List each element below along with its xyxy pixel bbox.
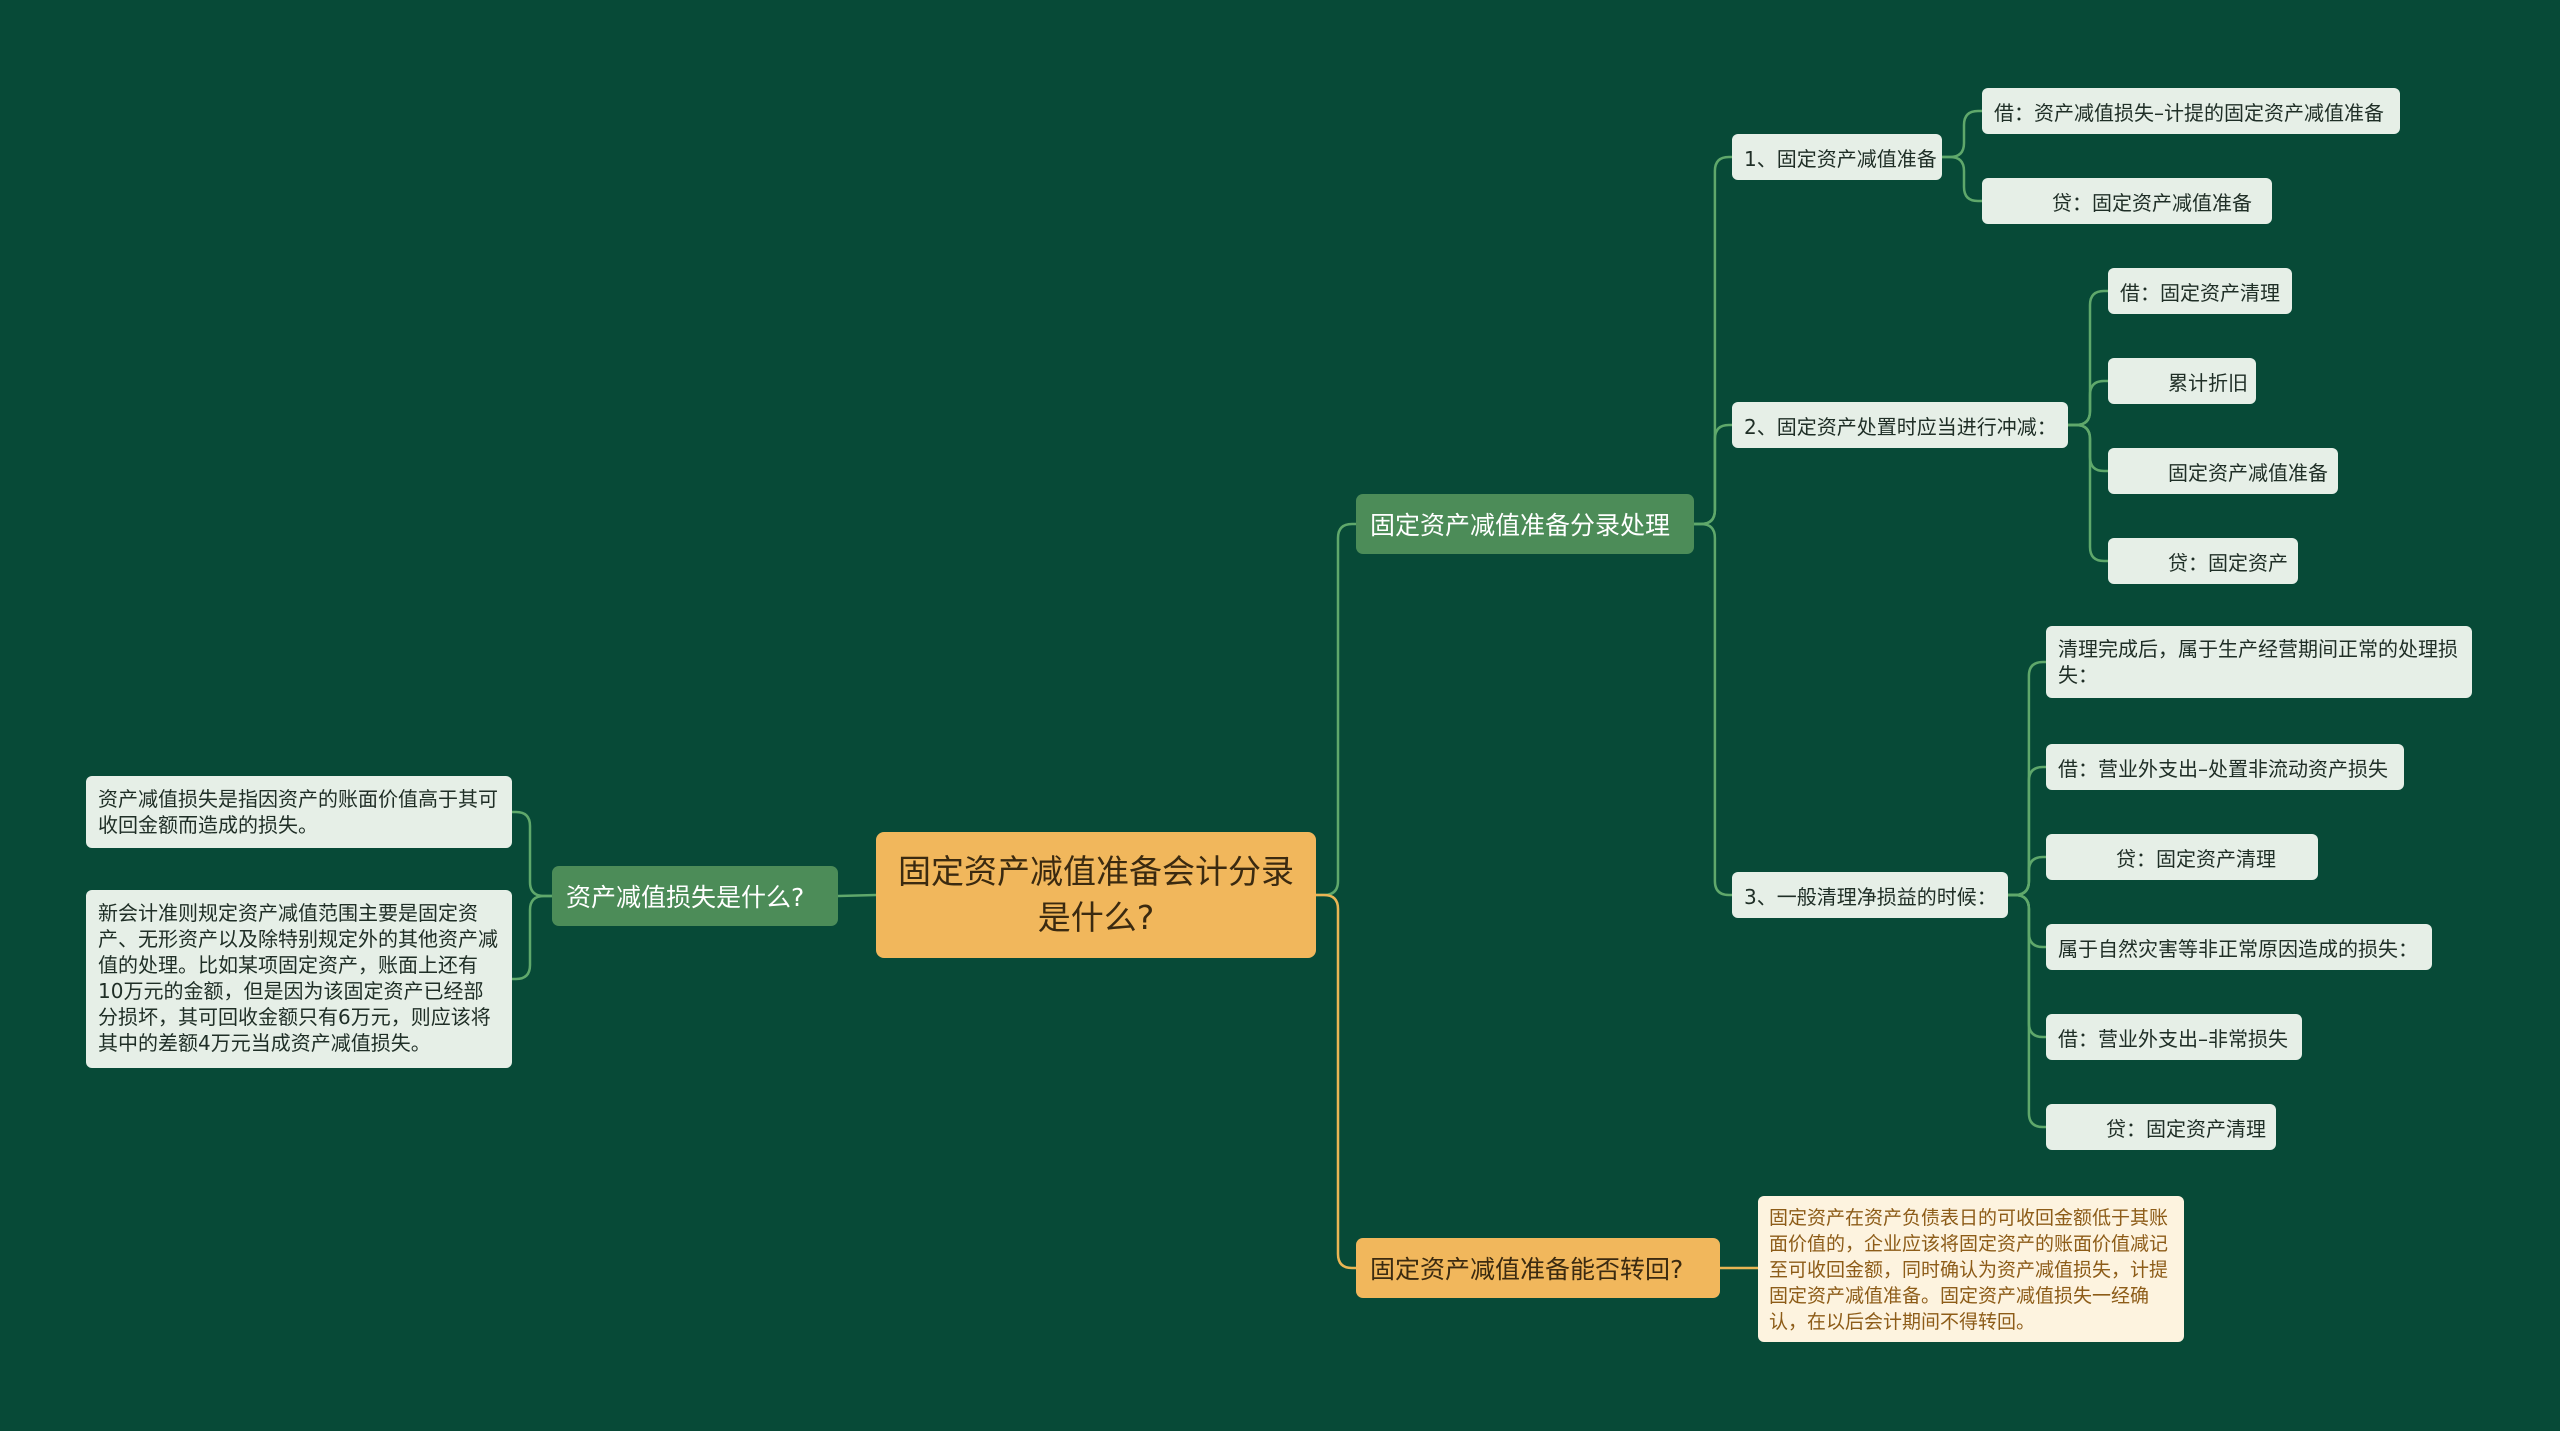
note-text: 固定资产在资产负债表日的可收回金额低于其账面价值的，企业应该将固定资产的账面价值…	[1769, 1207, 2169, 1333]
link-sub-net-gain-loss	[1694, 522, 1732, 897]
branch-entry-processing[interactable]: 固定资产减值准备分录处理	[1356, 494, 1694, 554]
branch-title: 固定资产减值准备能否转回?	[1370, 1255, 1684, 1284]
link-sub-provision	[1694, 155, 1732, 526]
sub-title: 1、固定资产减值准备	[1744, 146, 1937, 171]
branch-what-is-impairment-loss[interactable]: 资产减值损失是什么?	[552, 866, 838, 926]
leaf-accumulated-depreciation[interactable]: 累计折旧	[2108, 358, 2256, 404]
note-standard[interactable]: 新会计准则规定资产减值范围主要是固定资产、无形资产以及除特别规定外的其他资产减值…	[86, 890, 512, 1068]
leaf-credit-provision[interactable]: 贷：固定资产减值准备	[1982, 178, 2272, 224]
leaf-text: 借：营业外支出–非常损失	[2058, 1026, 2288, 1051]
note-text: 资产减值损失是指因资产的账面价值高于其可收回金额而造成的损失。	[98, 787, 498, 837]
link-sub-disposal-0	[2068, 289, 2108, 427]
branch-title: 资产减值损失是什么?	[566, 883, 805, 912]
link-root-right-2	[1316, 893, 1356, 1270]
link-left-note-0	[512, 810, 552, 898]
branch-title: 固定资产减值准备分录处理	[1370, 511, 1671, 540]
leaf-text: 贷：固定资产减值准备	[2052, 190, 2252, 215]
root-title: 固定资产减值准备会计分录是什么?	[898, 852, 1294, 937]
leaf-text: 清理完成后，属于生产经营期间正常的处理损失：	[2058, 637, 2458, 687]
link-left-note-1	[512, 894, 552, 981]
leaf-credit-fixed-asset[interactable]: 贷：固定资产	[2108, 538, 2298, 584]
sub-title: 2、固定资产处置时应当进行冲减：	[1744, 414, 2057, 439]
link-root-right-1	[1316, 522, 1356, 897]
leaf-disaster-loss[interactable]: 属于自然灾害等非正常原因造成的损失：	[2046, 924, 2432, 970]
leaf-text: 贷：固定资产清理	[2116, 846, 2276, 871]
root-node[interactable]: 固定资产减值准备会计分录是什么?	[876, 832, 1316, 958]
leaf-text: 借：固定资产清理	[2120, 280, 2280, 305]
leaf-text: 固定资产减值准备	[2168, 460, 2328, 485]
leaf-provision[interactable]: 固定资产减值准备	[2108, 448, 2338, 494]
link-sub-net-gain-loss-5	[2008, 893, 2046, 1129]
link-sub-net-gain-loss-4	[2008, 893, 2046, 1039]
note-reversal[interactable]: 固定资产在资产负债表日的可收回金额低于其账面价值的，企业应该将固定资产的账面价值…	[1758, 1196, 2184, 1342]
link-root-left	[837, 893, 877, 898]
leaf-text: 属于自然灾害等非正常原因造成的损失：	[2058, 936, 2418, 961]
leaf-text: 借：营业外支出–处置非流动资产损失	[2058, 756, 2388, 781]
leaf-text: 贷：固定资产	[2168, 550, 2288, 575]
link-sub-disposal	[1694, 423, 1732, 526]
leaf-debit-clearing[interactable]: 借：固定资产清理	[2108, 268, 2292, 314]
sub-title: 3、一般清理净损益的时候：	[1744, 884, 1997, 909]
note-definition[interactable]: 资产减值损失是指因资产的账面价值高于其可收回金额而造成的损失。	[86, 776, 512, 848]
sub-net-gain-loss[interactable]: 3、一般清理净损益的时候：	[1732, 872, 2008, 918]
leaf-credit-clearing-2[interactable]: 贷：固定资产清理	[2046, 1104, 2276, 1150]
sub-provision[interactable]: 1、固定资产减值准备	[1732, 134, 1942, 180]
leaf-debit-extraordinary-loss[interactable]: 借：营业外支出–非常损失	[2046, 1014, 2302, 1060]
leaf-text: 借：资产减值损失–计提的固定资产减值准备	[1994, 100, 2384, 125]
link-sub-disposal-3	[2068, 423, 2108, 563]
link-sub-provision-0	[1942, 109, 1982, 159]
leaf-debit-disposal-loss[interactable]: 借：营业外支出–处置非流动资产损失	[2046, 744, 2404, 790]
leaf-credit-clearing-1[interactable]: 贷：固定资产清理	[2046, 834, 2318, 880]
leaf-normal-loss[interactable]: 清理完成后，属于生产经营期间正常的处理损失：	[2046, 626, 2472, 698]
note-text: 新会计准则规定资产减值范围主要是固定资产、无形资产以及除特别规定外的其他资产减值…	[98, 901, 498, 1055]
link-sub-disposal-1	[2068, 379, 2108, 427]
leaf-text: 累计折旧	[2168, 370, 2248, 395]
branch-reversal[interactable]: 固定资产减值准备能否转回?	[1356, 1238, 1720, 1298]
sub-disposal[interactable]: 2、固定资产处置时应当进行冲减：	[1732, 402, 2068, 448]
link-sub-net-gain-loss-1	[2008, 765, 2046, 897]
link-sub-net-gain-loss-0	[2008, 660, 2046, 897]
link-sub-provision-1	[1942, 155, 1982, 203]
leaf-text: 贷：固定资产清理	[2106, 1116, 2266, 1141]
leaf-debit-impairment-loss[interactable]: 借：资产减值损失–计提的固定资产减值准备	[1982, 88, 2400, 134]
link-sub-net-gain-loss-2	[2008, 855, 2046, 897]
